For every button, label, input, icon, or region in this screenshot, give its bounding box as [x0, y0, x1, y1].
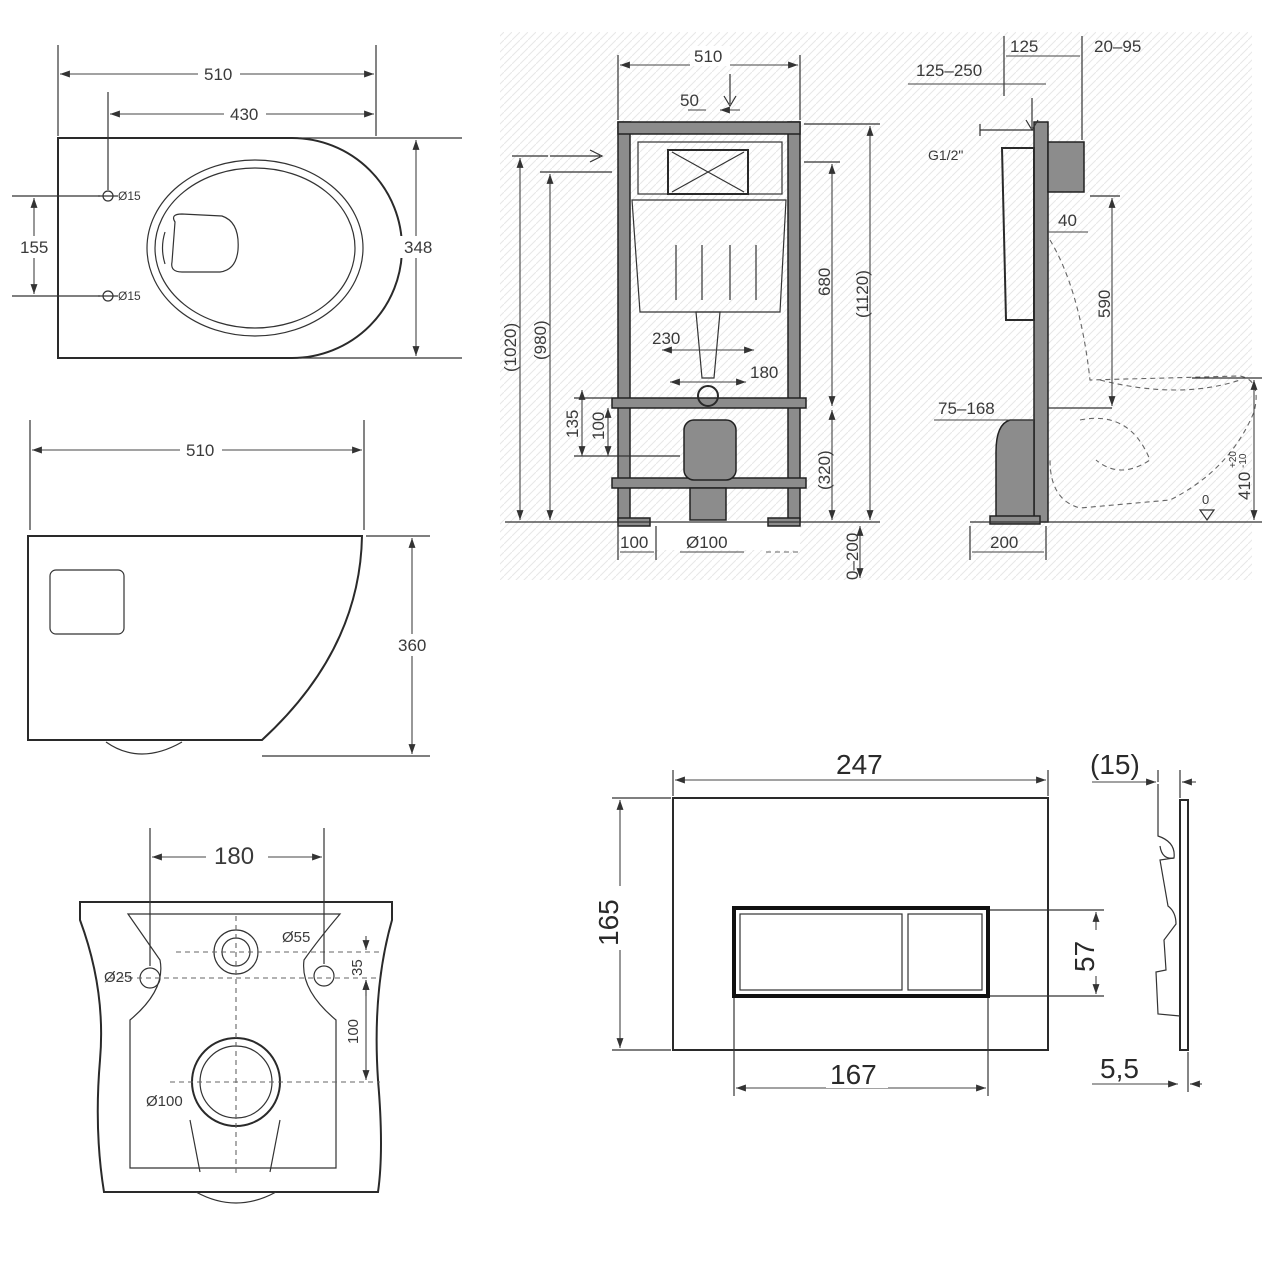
plate-width-247: 247	[836, 749, 883, 780]
frame-height-1020: (1020)	[501, 323, 520, 372]
side-inlet-thread: G1/2"	[928, 147, 963, 163]
side-height-360: 360	[398, 636, 426, 655]
frame-side-view: 125 20–95 125–250 G1/2" 40 590 75–168 41…	[908, 36, 1262, 560]
frame-height-1120: (1120)	[853, 270, 872, 318]
side-offset-125: 125	[1010, 37, 1038, 56]
top-hole-top-label: Ø15	[118, 189, 141, 203]
rear-offset-35: 35	[349, 959, 366, 976]
frame-offset-180: 180	[750, 363, 778, 382]
side-width-510: 510	[186, 441, 214, 460]
frame-outlet-diameter: Ø100	[686, 533, 728, 552]
rear-inlet-label: Ø55	[282, 929, 310, 946]
side-bowl-height-minus: -10	[1238, 453, 1249, 468]
rear-bolt-label: Ø25	[104, 969, 132, 986]
top-width-430: 430	[230, 105, 258, 124]
frame-offset-230: 230	[652, 329, 680, 348]
frame-foot-100: 100	[620, 533, 648, 552]
frame-front-view: 510 50 680 (1120) (1020) (980) 230 180 1…	[500, 32, 1252, 580]
bowl-top-view: Ø15 Ø15 510 430 155 348	[12, 45, 462, 359]
frame-offset-100: 100	[589, 412, 608, 440]
plate-depth-15: (15)	[1090, 749, 1140, 780]
side-offset-40: 40	[1058, 211, 1077, 230]
top-hole-bottom-label: Ø15	[118, 289, 141, 303]
side-zero-level: 0	[1202, 492, 1209, 507]
frame-width-510: 510	[694, 47, 722, 66]
side-depth-200: 200	[990, 533, 1018, 552]
side-range-125-250: 125–250	[916, 61, 982, 80]
side-range-20-95: 20–95	[1094, 37, 1141, 56]
plate-button-height-57: 57	[1069, 941, 1100, 972]
frame-height-980: (980)	[531, 320, 550, 360]
side-bowl-height-plus: +20	[1228, 451, 1239, 468]
plate-height-165: 165	[593, 899, 624, 946]
bowl-side-view: 510 360	[27, 420, 436, 757]
flush-plate-view: 247 165 57 167 (15) 5,5	[592, 748, 1202, 1096]
side-bowl-height-main: 410	[1235, 472, 1254, 500]
top-hole-spacing-155: 155	[20, 238, 48, 257]
frame-offset-50: 50	[680, 91, 699, 110]
rear-offset-100: 100	[345, 1019, 362, 1044]
frame-height-320: (320)	[815, 450, 834, 490]
side-range-75-168: 75–168	[938, 399, 995, 418]
top-width-510: 510	[204, 65, 232, 84]
top-depth-348: 348	[404, 238, 432, 257]
rear-bolt-spacing-180: 180	[214, 843, 254, 870]
rear-outlet-label: Ø100	[146, 1093, 183, 1110]
side-height-590: 590	[1095, 290, 1114, 318]
bowl-rear-view: 180 Ø55 Ø25 35 100 Ø100	[79, 828, 393, 1204]
frame-height-680: 680	[815, 268, 834, 296]
plate-button-width-167: 167	[830, 1059, 877, 1090]
frame-offset-135: 135	[563, 410, 582, 438]
plate-thickness-5-5: 5,5	[1100, 1053, 1139, 1084]
frame-adjust-range: 0–200	[843, 533, 862, 580]
